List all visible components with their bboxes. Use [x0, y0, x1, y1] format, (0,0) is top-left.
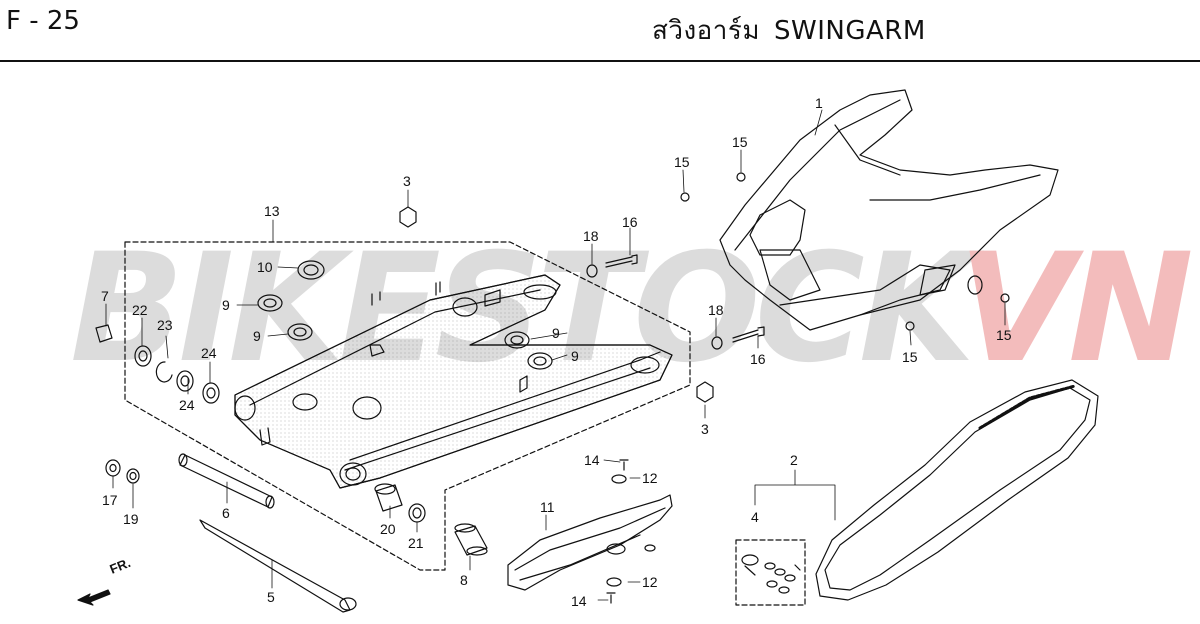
- chain-guard: [507, 494, 673, 591]
- pivot-bolt: [199, 519, 357, 613]
- front-direction-label: FR.: [108, 555, 133, 577]
- callout-16b: 16: [750, 351, 766, 367]
- swingarm-body: [234, 274, 673, 489]
- callout-15b: 15: [732, 134, 748, 150]
- callout-24b: 24: [179, 397, 195, 413]
- callout-4: 4: [751, 509, 759, 525]
- callout-8: 8: [460, 572, 468, 588]
- page-title: สวิงอาร์ม SWINGARM: [652, 10, 926, 51]
- callout-18b: 18: [708, 302, 724, 318]
- drive-chain: [815, 379, 1099, 601]
- callout-14a: 14: [584, 452, 600, 468]
- callout-17: 17: [102, 492, 118, 508]
- header-rule: [0, 60, 1200, 62]
- watermark-text-2: VN: [958, 222, 1191, 396]
- callout-15a: 15: [674, 154, 690, 170]
- callout-18a: 18: [583, 228, 599, 244]
- callout-7: 7: [101, 288, 109, 304]
- callout-24a: 24: [201, 345, 217, 361]
- assembly-frame-13: [124, 241, 691, 571]
- callout-12b: 12: [642, 574, 658, 590]
- chain-joint-kit: [735, 539, 806, 606]
- callout-3a: 3: [403, 173, 411, 189]
- front-direction-arrow: [77, 589, 111, 606]
- callout-10: 10: [257, 259, 273, 275]
- callout-19: 19: [123, 511, 139, 527]
- rear-hugger: [719, 89, 1059, 331]
- callout-22: 22: [132, 302, 148, 318]
- callout-9d: 9: [571, 348, 579, 364]
- callout-6: 6: [222, 505, 230, 521]
- callout-9b: 9: [253, 328, 261, 344]
- callout-15d: 15: [996, 327, 1012, 343]
- callout-9a: 9: [222, 297, 230, 313]
- callout-1: 1: [815, 95, 823, 111]
- callout-20: 20: [380, 521, 396, 537]
- callout-11: 11: [540, 499, 555, 515]
- title-thai: สวิงอาร์ม: [652, 16, 760, 46]
- callout-23: 23: [157, 317, 173, 333]
- callout-15c: 15: [902, 349, 918, 365]
- spacer-collar: [454, 523, 488, 556]
- callout-13: 13: [264, 203, 280, 219]
- callout-2: 2: [790, 452, 798, 468]
- callout-16a: 16: [622, 214, 638, 230]
- leader-lines: [105, 109, 1006, 601]
- callouts: 1 2 3 3 4 5 6 7 8 9 9 9 9 10 11 12 12 13…: [101, 95, 1012, 609]
- small-parts: [95, 172, 1010, 604]
- title-english: SWINGARM: [773, 16, 926, 46]
- callout-21: 21: [408, 535, 424, 551]
- callout-12a: 12: [642, 470, 658, 486]
- callout-5: 5: [267, 589, 275, 605]
- callout-14b: 14: [571, 593, 587, 609]
- callout-9c: 9: [552, 325, 560, 341]
- callout-3b: 3: [701, 421, 709, 437]
- pivot-collar: [178, 453, 275, 509]
- page-code: F - 25: [6, 6, 80, 36]
